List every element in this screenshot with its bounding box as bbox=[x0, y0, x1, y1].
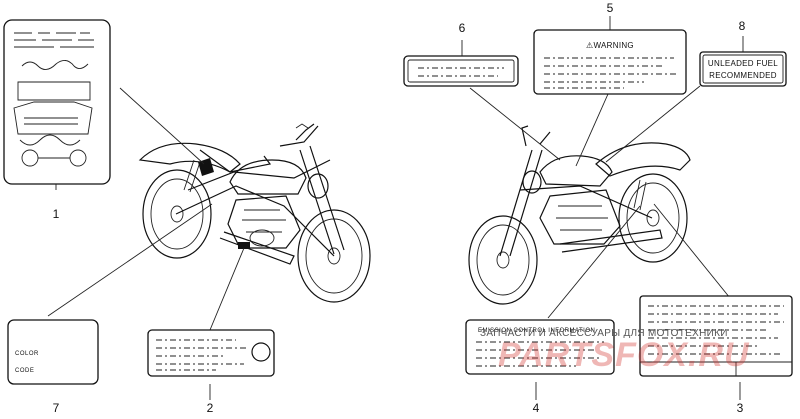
code-label-text: CODE bbox=[15, 368, 34, 374]
label-8-unleaded-fuel: UNLEADED FUEL RECOMMENDED 8 bbox=[699, 19, 787, 87]
label-4-emission-control: EMISSION CONTROL INFORMATION 4 bbox=[465, 319, 615, 415]
label-6-plate: 6 bbox=[403, 21, 519, 87]
label-1-decal: 1 bbox=[3, 19, 111, 221]
label-7-color-code: COLOR CODE 7 bbox=[7, 319, 99, 415]
callout-number-5: 5 bbox=[607, 1, 614, 15]
warning-label-text: ⚠WARNING bbox=[586, 41, 634, 50]
motorcycle-left-view bbox=[138, 123, 371, 303]
callout-number-7: 7 bbox=[53, 401, 60, 415]
label-2-engine-plate: 2 bbox=[147, 329, 275, 415]
emission-title-text: EMISSION CONTROL INFORMATION bbox=[478, 328, 595, 334]
label-5-warning: ⚠WARNING 5 bbox=[533, 1, 687, 95]
watermark-logo: PARTSFOX.RU bbox=[498, 336, 750, 374]
motorcycle-right-view bbox=[468, 125, 691, 305]
watermark: ЗАПЧАСТИ И АКСЕССУАРЫ ДЛЯ МОТОТЕХНИКИ PA… bbox=[480, 328, 750, 374]
watermark-text: ЗАПЧАСТИ И АКСЕССУАРЫ ДЛЯ МОТОТЕХНИКИ bbox=[480, 328, 728, 339]
callout-number-2: 2 bbox=[207, 401, 214, 415]
callout-number-8: 8 bbox=[739, 19, 746, 33]
unleaded-fuel-line2: RECOMMENDED bbox=[709, 71, 777, 80]
callout-number-6: 6 bbox=[459, 21, 466, 35]
callout-number-4: 4 bbox=[533, 401, 540, 415]
callout-number-1: 1 bbox=[53, 207, 60, 221]
color-label-text: COLOR bbox=[15, 351, 39, 357]
callout-number-3: 3 bbox=[737, 401, 744, 415]
label-3-tire-info: 3 bbox=[639, 295, 793, 415]
unleaded-fuel-line1: UNLEADED FUEL bbox=[708, 59, 778, 68]
